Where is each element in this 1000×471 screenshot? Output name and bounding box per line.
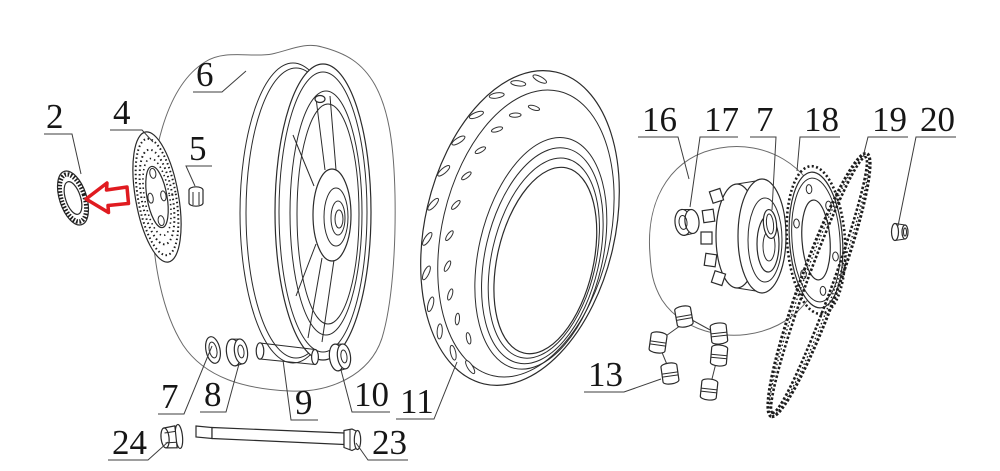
part-label-2: 2 <box>46 97 64 136</box>
tread-mark <box>443 260 452 272</box>
axle-spacer <box>255 342 320 366</box>
cush-drive-rubbers <box>648 305 729 401</box>
part-label-7-right: 7 <box>756 100 774 139</box>
sensor-ring <box>56 170 90 226</box>
wheel-bearing-left <box>225 338 249 367</box>
tread-mark <box>488 92 505 99</box>
damper-block <box>699 378 719 401</box>
chain-adjuster-cap <box>890 222 909 242</box>
tread-mark <box>449 344 457 361</box>
part-label-7-bottom: 7 <box>161 377 179 416</box>
tread-mark <box>454 312 461 326</box>
part-label-13: 13 <box>588 355 623 394</box>
part-label-8: 8 <box>204 375 222 414</box>
damper-block <box>709 344 729 367</box>
wheel-seal-left <box>204 336 222 364</box>
tread-mark <box>468 110 484 120</box>
tread-mark <box>422 231 433 246</box>
tread-mark <box>465 360 476 375</box>
tread-mark <box>508 112 522 118</box>
tread-mark <box>426 296 435 313</box>
part-label-5: 5 <box>189 129 207 168</box>
tire-tread-marks <box>421 74 548 375</box>
part-label-9: 9 <box>295 383 313 422</box>
tire-bead-rings <box>474 137 608 370</box>
brake-disc <box>132 131 182 263</box>
hub-lugs <box>700 187 727 287</box>
wheel-rim <box>239 62 372 364</box>
valve-stem <box>314 94 326 104</box>
carrier-seal <box>762 208 778 240</box>
tread-mark <box>527 104 541 111</box>
axle-bolt <box>195 425 362 452</box>
damper-block <box>674 305 694 328</box>
part-label-17: 17 <box>704 100 739 139</box>
wheel-spokes <box>292 95 337 343</box>
carrier-bearing <box>674 208 700 236</box>
tread-mark <box>474 146 487 155</box>
part-label-16: 16 <box>642 100 677 139</box>
tread-mark <box>532 74 548 84</box>
rim-nut <box>188 186 204 207</box>
tread-mark <box>437 165 451 177</box>
callout-leaders <box>44 70 956 461</box>
damper-block <box>648 331 668 354</box>
tread-mark <box>447 288 454 301</box>
part-label-11: 11 <box>400 382 434 421</box>
part-label-19: 19 <box>872 100 907 139</box>
part-label-6: 6 <box>196 55 214 94</box>
damper-block <box>660 362 680 385</box>
tire <box>420 70 620 386</box>
part-label-10: 10 <box>354 375 389 414</box>
tread-mark <box>465 332 472 345</box>
wheel-hub <box>312 168 352 262</box>
part-labels: 2 4 5 6 7 8 9 10 11 13 16 17 7 18 19 20 … <box>46 55 955 462</box>
wheel-bearing-right <box>328 343 352 372</box>
tread-mark <box>451 135 466 146</box>
tread-mark <box>461 171 472 181</box>
tread-mark <box>510 80 527 87</box>
part-label-18: 18 <box>804 100 839 139</box>
part-label-23: 23 <box>372 423 407 462</box>
part-label-24: 24 <box>112 423 147 462</box>
tread-mark <box>427 197 439 211</box>
tread-mark <box>490 126 504 133</box>
damper-block <box>709 322 729 345</box>
sprocket-hub <box>700 178 787 294</box>
tread-mark <box>436 323 443 340</box>
tread-mark <box>445 230 454 241</box>
part-label-4: 4 <box>113 93 131 132</box>
wheel-enclosure-outline <box>151 44 396 392</box>
highlight-arrow-left-icon <box>84 181 131 215</box>
tread-mark <box>421 265 431 281</box>
tread-mark <box>451 199 461 210</box>
part-label-20: 20 <box>920 100 955 139</box>
